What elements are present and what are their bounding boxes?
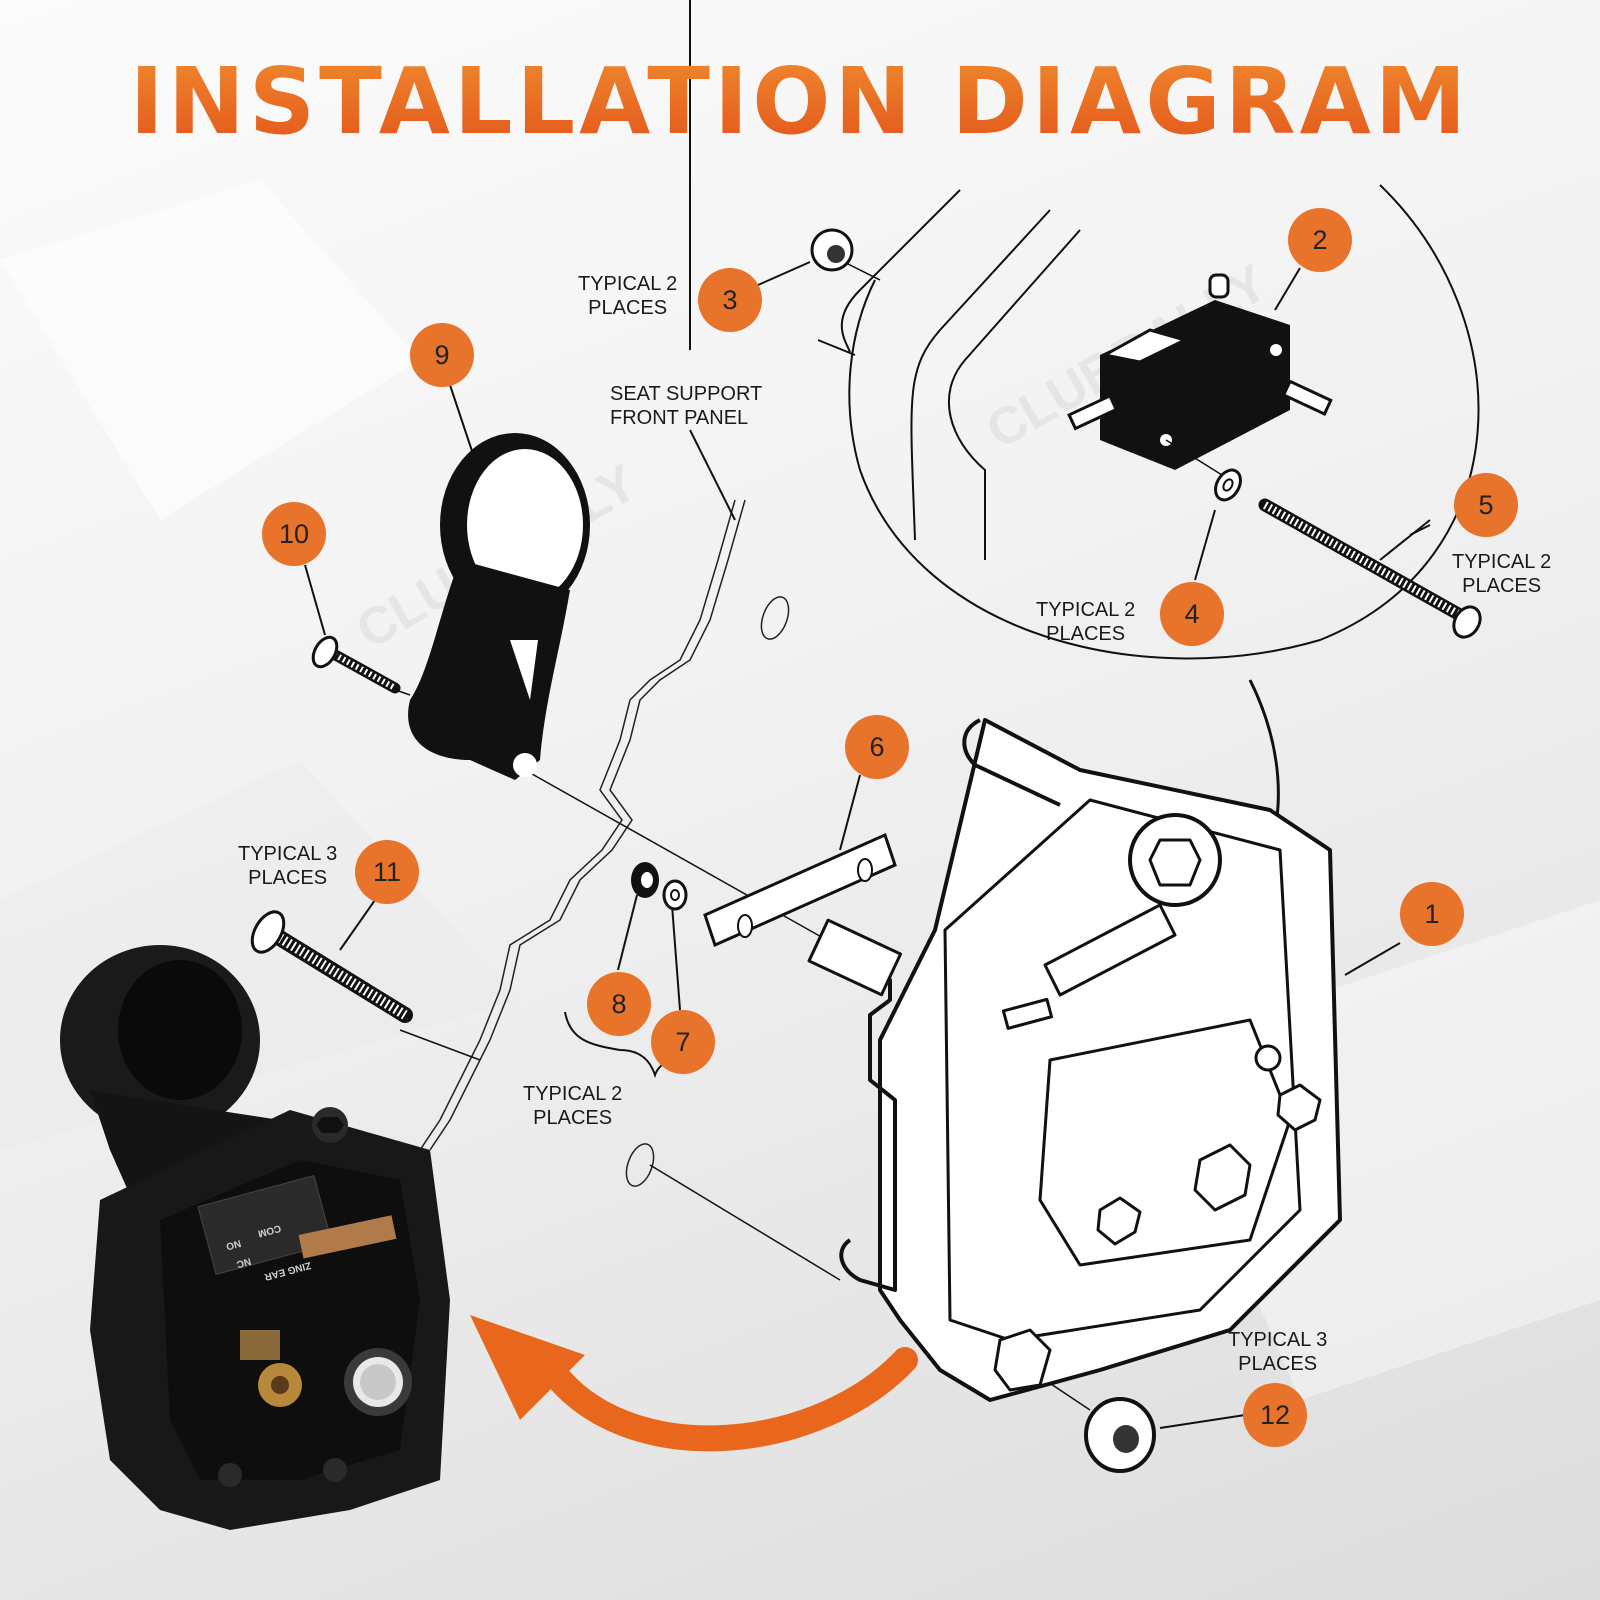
part-2-microswitch	[1067, 273, 1333, 481]
callout-3: 3	[698, 268, 762, 332]
note-typical-3-places: TYPICAL 3 PLACES	[238, 843, 338, 889]
switch-label-nc: NC	[235, 1255, 252, 1269]
detail-circle	[817, 184, 1480, 660]
part-3-nut	[810, 228, 854, 272]
callout-4: 4	[1160, 582, 1224, 646]
callout-11: 11	[355, 840, 419, 904]
note-typical-2-places: TYPICAL 2 PLACES	[578, 273, 678, 319]
callout-1: 1	[1400, 882, 1464, 946]
note-seat-support-front-panel: SEAT SUPPORT FRONT PANEL	[610, 383, 763, 429]
callout-6: 6	[845, 715, 909, 779]
part-4-washer	[1214, 468, 1242, 502]
part-9-actuator	[408, 433, 590, 780]
callout-7: 7	[651, 1010, 715, 1074]
note-typical-3-places: TYPICAL 3 PLACES	[1228, 1329, 1328, 1375]
part-11-screw	[250, 910, 413, 1023]
page-title: INSTALLATION DIAGRAM	[0, 48, 1600, 155]
note-typical-2-places: TYPICAL 2 PLACES	[523, 1083, 623, 1129]
note-typical-2-places: TYPICAL 2 PLACES	[1036, 599, 1136, 645]
callout-9: 9	[410, 323, 474, 387]
part-12-nut	[1084, 1397, 1156, 1473]
part-6-plate	[703, 832, 897, 948]
note-typical-2-places: TYPICAL 2 PLACES	[1452, 551, 1552, 597]
callout-2: 2	[1288, 208, 1352, 272]
callout-10: 10	[262, 502, 326, 566]
orange-arrow	[470, 1315, 918, 1452]
seat-support-panel	[419, 499, 790, 1187]
callout-leaders	[304, 0, 1431, 1429]
callout-8: 8	[587, 972, 651, 1036]
part-10-screw	[311, 635, 401, 694]
callout-5: 5	[1454, 473, 1518, 537]
part-1-housing	[807, 718, 1342, 1402]
callout-12: 12	[1243, 1383, 1307, 1447]
switch-photo: NO COM NC ZING EAR	[60, 945, 450, 1530]
part-7-washer	[662, 879, 688, 911]
part-8-nut	[631, 862, 659, 898]
switch-label-no: NO	[225, 1237, 243, 1252]
part-5-screw	[1258, 498, 1482, 639]
